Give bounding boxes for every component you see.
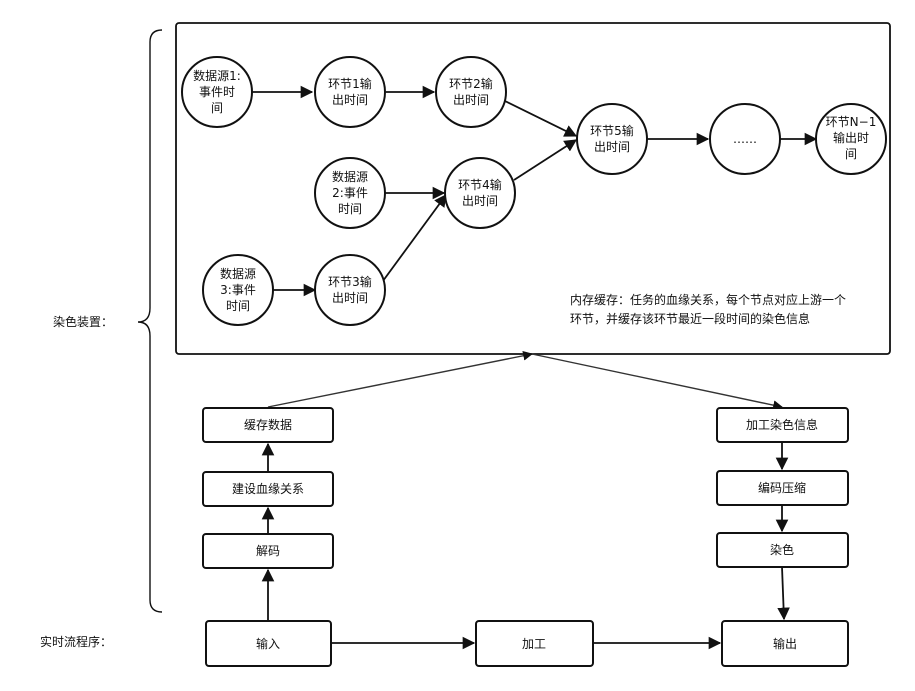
- node-src3-line3: 时间: [226, 299, 250, 313]
- edge-cache-data-to-memory: [267, 350, 533, 408]
- box-build-lineage-label: 建设血缘关系: [232, 482, 304, 496]
- node-step2-line1: 环节2输: [449, 76, 493, 91]
- edge-dye-to-output: [777, 566, 790, 621]
- node-step4-line2: 出时间: [462, 194, 498, 208]
- node-step3-line2: 出时间: [332, 291, 368, 305]
- node-stepN-line3: 间: [845, 147, 857, 161]
- box-cache-data-label: 缓存数据: [244, 417, 292, 432]
- edge-step3-step4: [379, 193, 447, 286]
- box-cache-data: 缓存数据: [202, 407, 334, 443]
- node-src2: 数据源 2:事件 时间: [314, 157, 386, 229]
- node-step4-line1: 环节4输: [458, 177, 502, 192]
- memory-cache-desc-line1: 内存缓存：任务的血缘关系，每个节点对应上游一个: [570, 292, 846, 307]
- node-src1-line1: 数据源1:: [193, 68, 241, 83]
- node-stepN-line1: 环节N−1: [826, 115, 877, 129]
- box-process-label: 加工: [522, 637, 546, 651]
- node-step5-line2: 出时间: [594, 140, 630, 154]
- box-decode-label: 解码: [256, 544, 280, 558]
- node-src1: 数据源1: 事件时 间: [181, 56, 253, 128]
- box-process: 加工: [475, 620, 594, 667]
- edge-memory-to-add-dye-info: [531, 353, 783, 410]
- node-step1: 环节1输 出时间: [314, 56, 386, 128]
- box-add-dye-info: 加工染色信息: [716, 407, 849, 443]
- realtime-program-label: 实时流程序：: [40, 634, 112, 649]
- node-step5: 环节5输 出时间: [576, 103, 648, 175]
- node-step3: 环节3输 出时间: [314, 254, 386, 326]
- box-output-label: 输出: [773, 636, 797, 651]
- box-encode-compress: 编码压缩: [716, 470, 849, 506]
- node-ellipsis: ……: [709, 103, 781, 175]
- box-input: 输入: [205, 620, 332, 667]
- node-src1-line3: 间: [211, 101, 223, 115]
- box-input-label: 输入: [256, 636, 280, 651]
- node-src3-line2: 3:事件: [220, 283, 256, 297]
- box-add-dye-info-label: 加工染色信息: [746, 417, 818, 432]
- box-dye-label: 染色: [770, 542, 794, 557]
- node-src2-line2: 2:事件: [332, 186, 368, 200]
- memory-cache-desc-line2: 环节，并缓存该环节最近一段时间的染色信息: [570, 311, 810, 326]
- node-stepN-line2: 输出时: [833, 130, 869, 145]
- dye-device-label: 染色装置：: [53, 314, 113, 329]
- node-src2-line3: 时间: [338, 202, 362, 216]
- edge-step2-step5: [502, 99, 578, 137]
- node-src1-line2: 事件时: [199, 85, 235, 99]
- node-step2: 环节2输 出时间: [435, 56, 507, 128]
- edge-step4-step5: [513, 139, 578, 181]
- dye-device-brace: [137, 29, 163, 613]
- node-src3: 数据源 3:事件 时间: [202, 254, 274, 326]
- node-step1-line1: 环节1输: [328, 76, 372, 91]
- box-dye: 染色: [716, 532, 849, 568]
- node-step4: 环节4输 出时间: [444, 157, 516, 229]
- node-step5-line1: 环节5输: [590, 123, 634, 138]
- node-step2-line2: 出时间: [453, 93, 489, 107]
- box-build-lineage: 建设血缘关系: [202, 471, 334, 507]
- box-decode: 解码: [202, 533, 334, 569]
- node-ellipsis-text: ……: [733, 132, 757, 146]
- box-output: 输出: [721, 620, 849, 667]
- node-step1-line2: 出时间: [332, 93, 368, 107]
- node-src2-line1: 数据源: [332, 169, 368, 184]
- node-src3-line1: 数据源: [220, 266, 256, 281]
- node-step3-line1: 环节3输: [328, 274, 372, 289]
- node-stepN: 环节N−1 输出时 间: [815, 103, 887, 175]
- box-encode-compress-label: 编码压缩: [758, 480, 806, 495]
